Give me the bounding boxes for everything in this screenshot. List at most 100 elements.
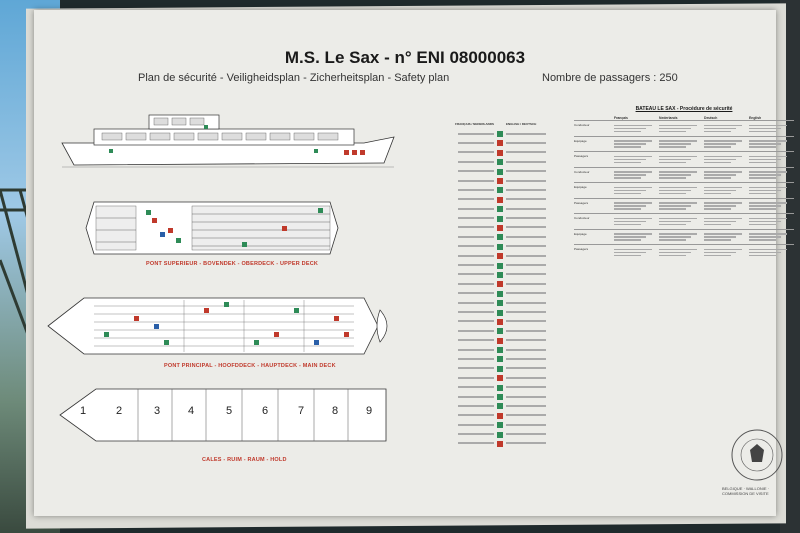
legend-item [444, 336, 564, 345]
legend-symbol-icon [497, 281, 503, 288]
procedure-role: Conducteur [574, 123, 590, 127]
procedure-cell [659, 123, 704, 134]
hold-compartments: 1 2 3 4 5 6 7 8 9 [74, 405, 384, 425]
legend-symbol-icon [497, 422, 503, 429]
legend-symbol-icon [497, 347, 503, 354]
hold-number: 4 [188, 405, 195, 417]
hold-number: 3 [154, 405, 161, 417]
legend-symbol-icon [497, 384, 503, 391]
main-deck-label: PONT PRINCIPAL - HOOFDDECK - HAUPTDECK -… [164, 363, 336, 369]
legend-header: FRANÇAIS / NEDERLANDS ENGLISH / DEUTSCH [444, 120, 564, 129]
legend-symbol-icon [497, 206, 503, 213]
procedure-cell [659, 154, 704, 165]
legend-item [444, 411, 564, 420]
legend-symbol-icon [497, 356, 503, 363]
legend-text-left [444, 339, 497, 342]
legend-text-right [503, 311, 546, 314]
legend-text-left [444, 245, 497, 248]
legend-item [444, 176, 564, 185]
legend-text-right [503, 235, 546, 239]
procedure-cell [704, 139, 749, 150]
legend-text-left [444, 301, 497, 305]
legend-text-right [503, 282, 546, 286]
procedure-cell [704, 232, 749, 243]
passenger-capacity: Nombre de passagers : 250 [542, 72, 678, 84]
legend-symbol-icon [497, 300, 503, 307]
legend-text-right [503, 179, 546, 183]
legend-text-right [503, 160, 546, 164]
procedure-header: Français Nederlands Deutsch English [614, 116, 794, 120]
procedure-row: Passagers [574, 151, 794, 167]
legend: FRANÇAIS / NEDERLANDS ENGLISH / DEUTSCH [444, 120, 564, 449]
legend-symbol-icon [497, 375, 503, 382]
legend-item [444, 186, 564, 195]
legend-text-right [503, 141, 546, 145]
legend-symbol-icon [497, 131, 503, 138]
procedure-row: Equipage [574, 228, 794, 245]
legend-item [444, 430, 564, 439]
legend-item [444, 289, 564, 298]
legend-symbol-icon [497, 271, 503, 278]
legend-text-left [444, 217, 497, 220]
legend-text-left [444, 329, 497, 333]
procedure-row: Passagers [574, 197, 794, 214]
procedure-language: Français [614, 116, 628, 120]
legend-text-right [503, 273, 546, 276]
procedure-cell [614, 216, 659, 227]
legend-text-left [444, 442, 497, 445]
legend-text-right [503, 254, 546, 258]
legend-item [444, 308, 564, 317]
procedure-row: Conducteur [574, 120, 794, 136]
legend-symbol-icon [497, 140, 503, 147]
procedure-cell [704, 201, 749, 212]
legend-text-right [503, 292, 546, 295]
legend-text-right [503, 301, 546, 305]
upper-deck-plan [85, 201, 339, 255]
procedure-cell [659, 247, 704, 258]
procedure-cell [614, 154, 659, 165]
procedure-cell [614, 185, 659, 196]
legend-text-left [444, 386, 497, 389]
safety-procedure-table: BATEAU LE SAX - Procédure de sécurité Fr… [574, 106, 794, 260]
legend-symbol-icon [497, 440, 503, 447]
legend-symbol-icon [497, 224, 503, 231]
hold-number: 9 [366, 405, 373, 417]
legend-text-right [503, 329, 546, 333]
legend-text-right [503, 198, 546, 201]
procedure-cell [749, 247, 794, 258]
hold-number: 7 [298, 405, 305, 417]
legend-item [444, 421, 564, 430]
legend-text-right [503, 442, 546, 445]
legend-rows [444, 129, 564, 448]
legend-header-left: FRANÇAIS / NEDERLANDS [455, 122, 494, 127]
legend-text-left [444, 254, 497, 258]
legend-item [444, 233, 564, 242]
legend-item [444, 223, 564, 232]
legend-symbol-icon [497, 365, 503, 372]
legend-item [444, 158, 564, 167]
procedure-cell [659, 185, 704, 196]
procedure-cell [704, 123, 749, 134]
legend-text-left [444, 357, 497, 361]
legend-text-left [444, 188, 497, 192]
legend-text-left [444, 433, 497, 436]
legend-text-right [503, 367, 546, 370]
legend-item [444, 364, 564, 373]
hold-number: 2 [116, 405, 123, 417]
procedure-cell [704, 216, 749, 227]
legend-text-left [444, 264, 497, 267]
safety-plan-board: M.S. Le Sax - n° ENI 08000063 Plan de sé… [34, 10, 794, 516]
legend-symbol-icon [497, 337, 503, 344]
legend-text-left [444, 404, 497, 408]
procedure-language: Nederlands [659, 116, 678, 120]
legend-text-right [503, 423, 546, 427]
procedure-cell [749, 216, 794, 227]
legend-symbol-icon [497, 394, 503, 401]
procedure-role: Passagers [574, 200, 589, 205]
legend-header-right: ENGLISH / DEUTSCH [506, 122, 537, 127]
hold-plan [59, 388, 387, 442]
legend-item [444, 374, 564, 383]
legend-symbol-icon [497, 403, 503, 410]
procedure-cell [659, 170, 704, 181]
